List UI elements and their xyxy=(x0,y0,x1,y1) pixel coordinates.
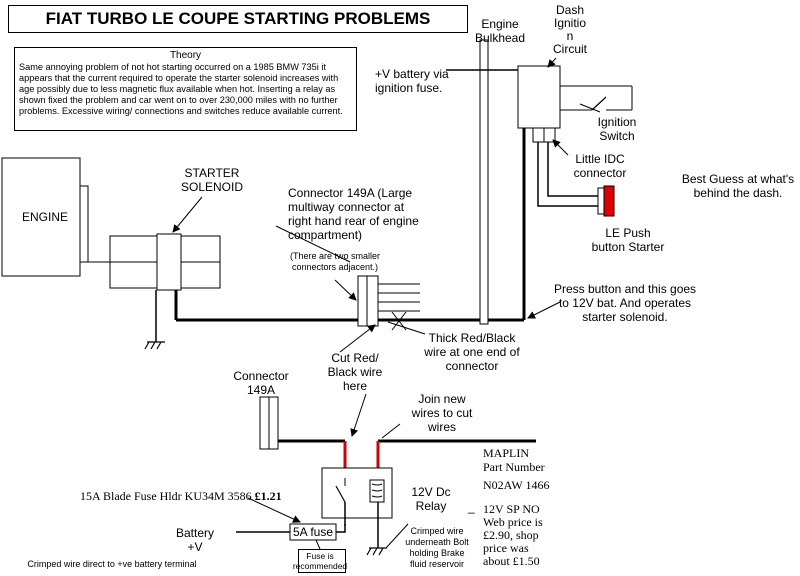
v-battery-label: +V battery via ignition fuse. xyxy=(375,67,449,95)
little-idc-label: Little IDC connector xyxy=(573,152,627,180)
dash-ignition-label: Dash Ignitio n Circuit xyxy=(552,3,587,56)
press-button-note: Press button and this goes to 12V bat. A… xyxy=(553,282,697,324)
crimped-direct-note: Crimped wire direct to +ve battery termi… xyxy=(27,559,197,569)
theory-heading: Theory xyxy=(169,50,202,61)
connector-desc-pointer xyxy=(275,225,351,263)
join-pointer xyxy=(381,423,401,439)
fuse-recommended-note: Fuse is recommended xyxy=(292,551,348,571)
best-guess-label: Best Guess at what's behind the dash. xyxy=(681,172,795,200)
idc-pointer xyxy=(552,139,569,156)
solenoid-band xyxy=(156,233,182,291)
le-push-button xyxy=(603,185,615,217)
le-push-button-base xyxy=(597,187,605,215)
relay-box xyxy=(321,467,393,519)
ground-symbol-2 xyxy=(366,547,387,556)
dash-ignition-box xyxy=(517,65,561,129)
fuse-holder-pointer xyxy=(247,497,301,523)
fuse-holder-label: 15A Blade Fuse Hldr KU34M 3586 £1.21 xyxy=(80,489,300,503)
crimped-bolt-note: Crimped wire underneath Bolt holding Bra… xyxy=(405,526,469,569)
engine-block xyxy=(1,157,81,277)
le-push-button-label: LE Push button Starter xyxy=(591,226,665,254)
switch-blade xyxy=(591,96,607,111)
engine-bulkhead xyxy=(479,39,489,325)
thick-wire-pointer xyxy=(387,321,426,335)
dash-mark: _ xyxy=(468,500,475,514)
engine-label: ENGINE xyxy=(21,210,68,224)
ground-symbol-1 xyxy=(144,341,165,350)
two-connectors-pointer xyxy=(334,279,357,301)
solenoid-pointer xyxy=(172,196,203,233)
connector-149a-upper xyxy=(357,275,379,327)
cut-wire-pointer xyxy=(339,324,376,353)
engine-bulkhead-label: Engine Bulkhead xyxy=(474,17,526,45)
thick-wire-label: Thick Red/Black wire at one end of conne… xyxy=(424,331,520,373)
page-title: FIAT TURBO LE COUPE STARTING PROBLEMS xyxy=(45,9,431,28)
two-smaller-connectors-note: (There are two smaller connectors adjace… xyxy=(289,251,381,272)
ignition-switch-label: Ignition Switch xyxy=(597,115,637,143)
dash-pointer xyxy=(547,57,557,68)
connector-149a-short-label: Connector 149A xyxy=(233,369,289,397)
maplin-part-number: N02AW 1466 xyxy=(483,478,550,492)
starter-solenoid-label: STARTER SOLENOID xyxy=(180,166,243,194)
maplin-part-label: MAPLIN Part Number xyxy=(483,446,545,474)
fuse-wire-right xyxy=(336,524,346,533)
relay-contact-blade xyxy=(335,485,346,503)
cut-mark-b xyxy=(391,311,407,331)
battery-label: Battery +V xyxy=(175,526,214,554)
fuse-holder-text: 15A Blade Fuse Hldr KU34M 3586 xyxy=(80,489,255,503)
bolt-pointer xyxy=(385,523,409,549)
fuse-recommended-pointer xyxy=(315,539,321,550)
push-button-wire xyxy=(537,142,600,207)
fuse-holder-price: £1.21 xyxy=(254,489,282,503)
press-button-pointer xyxy=(527,301,561,319)
join-wires-label: Join new wires to cut wires xyxy=(411,392,473,434)
cut-to-join-pointer xyxy=(350,393,367,437)
ignition-switch-pointer xyxy=(579,103,601,113)
relay-label: 12V Dc Relay xyxy=(411,485,451,513)
connector-149a-description: Connector 149A (Large multiway connector… xyxy=(288,186,419,242)
title-box: FIAT TURBO LE COUPE STARTING PROBLEMS xyxy=(8,5,468,33)
relay-spec-note: 12V SP NO Web price is £2.90, shop price… xyxy=(483,502,543,568)
coil-winding xyxy=(371,483,383,498)
engine-flange xyxy=(79,185,89,263)
cut-wire-label: Cut Red/ Black wire here xyxy=(327,351,383,393)
theory-box: Theory Same annoying problem of not hot … xyxy=(14,47,357,131)
fuse-5a-label: 5A fuse xyxy=(292,525,334,539)
fuse-recommended-box xyxy=(298,549,346,573)
theory-body: Same annoying problem of not hot startin… xyxy=(19,62,343,116)
push-button-wire-2 xyxy=(547,142,600,197)
